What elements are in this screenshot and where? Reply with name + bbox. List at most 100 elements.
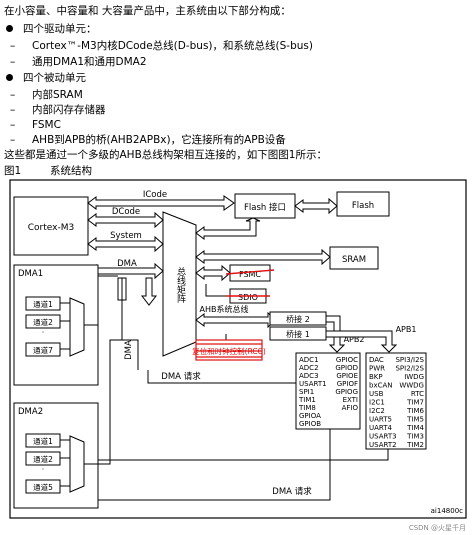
bus-matrix-label: 总线矩阵 [175,266,186,304]
peripheral-label: TIM1 [298,396,316,404]
apb1-right-column: SPI3/I2SSPI2/I2SIWDGWWDGRTCTIM7TIM6TIM5T… [395,356,424,449]
bullet-icon [6,73,13,81]
dma2-ch1-label: 通道1 [33,436,53,446]
icode-label: ICode [143,190,167,200]
bullet-icon [6,24,13,32]
ahb-system-bus [195,311,277,329]
peripheral-label: USART2 [369,441,397,449]
sdio-link [205,284,230,297]
active-item-1: –Cortex™-M3内核DCode总线(D-bus)，和系统总线(S-bus) [10,40,313,52]
active-item-2: –通用DMA1和通用DMA2 [10,56,147,68]
dma2-title: DMA2 [18,407,43,417]
dma1-request-line [70,370,389,461]
apb1-label: APB1 [396,325,417,334]
peripheral-label: TIM6 [406,407,424,415]
passive-item-2: –内部闪存存储器 [10,104,106,116]
dma1-channels: 通道1 通道2 · 通道7 [25,275,118,357]
dma-down-arrow [140,277,158,306]
dma2-dots: · [42,465,45,474]
peripheral-label: GPIOC [336,356,358,364]
flash-interface-block [234,193,296,219]
flash-interface-label: Flash 接口 [244,202,286,213]
bridge-2-label: 桥接 2 [286,314,310,324]
peripheral-label: USART3 [369,433,397,441]
peripheral-label: ADC2 [299,364,319,372]
peripheral-label: USART1 [299,380,327,388]
peripheral-label: GPIOF [337,380,358,388]
watermark: CSDN @火星千月 [409,523,466,532]
icode-bus [87,195,235,211]
dma1-arbiter [69,297,85,357]
cortex-m3-block [13,196,89,256]
peripheral-label: SPI1 [299,388,314,396]
peripheral-label: I2C2 [369,407,385,415]
rcc-block [195,339,263,361]
passive-item-1: –内部SRAM [10,89,83,101]
intro-line: 在小容量、中容量和 大容量产品中，主系统由以下部分构成： [4,5,291,17]
dma2-request-line [70,429,331,501]
sram-label: SRAM [342,255,366,265]
dcode-label: DCode [112,207,140,217]
peripheral-label: UART5 [369,416,392,424]
flash-bus [294,197,338,215]
dma-bus-label: DMA [117,259,137,269]
peripheral-label: TIM4 [406,424,424,432]
dma-merge-lines [88,275,139,370]
peripheral-label: TIM8 [298,404,316,412]
peripheral-label: BKP [369,373,383,381]
peripheral-label: I2C1 [369,399,385,407]
passive-title-text: 四个被动单元 [23,72,86,84]
flash-block [336,191,390,217]
peripheral-label: EXTI [343,396,358,404]
dma1-ch2-label: 通道2 [33,317,53,327]
fsmc-label: FSMC [239,270,261,279]
active-title-text: 四个驱动单元： [23,23,97,35]
apb2-label: APB2 [344,335,365,344]
system-bus [87,235,164,253]
dma1-title: DMA1 [18,269,43,279]
dma2-chn-label: 通道5 [33,482,53,492]
matrix-fsmc-bus [195,264,231,282]
figure-id: ai14800c [431,507,464,515]
peripheral-label: RTC [411,390,424,398]
dma2-channels: 通道1 通道2 · 通道5 [25,339,122,494]
peripheral-label: GPIOG [335,388,358,396]
dma2-arbiter [69,435,85,493]
peripheral-label: GPIOE [336,372,358,380]
matrix-sram-bus [195,248,331,266]
peripheral-label: PWR [369,365,385,373]
dma1-dots: · [42,328,45,337]
passive-item-4: –AHB到APB的桥(AHB2APBx)，它连接所有的APB设备 [10,134,286,146]
passive-units-title: 四个被动单元 [6,71,86,85]
apb2-peripherals [295,352,361,430]
dma1-ch1-label: 通道1 [33,299,53,309]
summary-text: 这些都是通过一个多级的AHB总线构架相互连接的，如下图图1所示： [4,149,327,161]
dma2-request-label: DMA 请求 [272,486,312,497]
sram-block [329,246,379,270]
apb1-left-column: DACPWRBKPbxCANUSBI2C1I2C2UART5UART4USART… [369,356,397,449]
system-label: System [110,231,142,241]
dma-vertical-label: DMA [124,340,134,360]
peripheral-label: AFIO [342,404,359,412]
apb1-bus [325,330,398,353]
dma1-request-label: DMA 请求 [161,371,201,382]
figure-title: 系统结构 [50,165,92,177]
peripheral-label: ADC3 [299,372,319,380]
fsmc-strike [225,269,275,275]
sdio-label: SDIO [238,293,258,302]
peripheral-label: TIM3 [406,433,424,441]
cortex-label: Cortex-M3 [28,223,74,233]
bridge-1-label: 桥接 1 [286,329,310,339]
peripheral-label: USB [369,390,384,398]
dma1-chn-label: 通道7 [33,345,53,355]
diagram-frame [9,179,467,519]
peripheral-label: GPIOB [299,420,321,428]
peripheral-label: GPIOD [335,364,358,372]
peripheral-label: WWDG [399,382,424,390]
dcode-bus [87,211,164,229]
figure-label: 图1 [4,165,22,177]
active-units-title: 四个驱动单元： [6,22,97,36]
